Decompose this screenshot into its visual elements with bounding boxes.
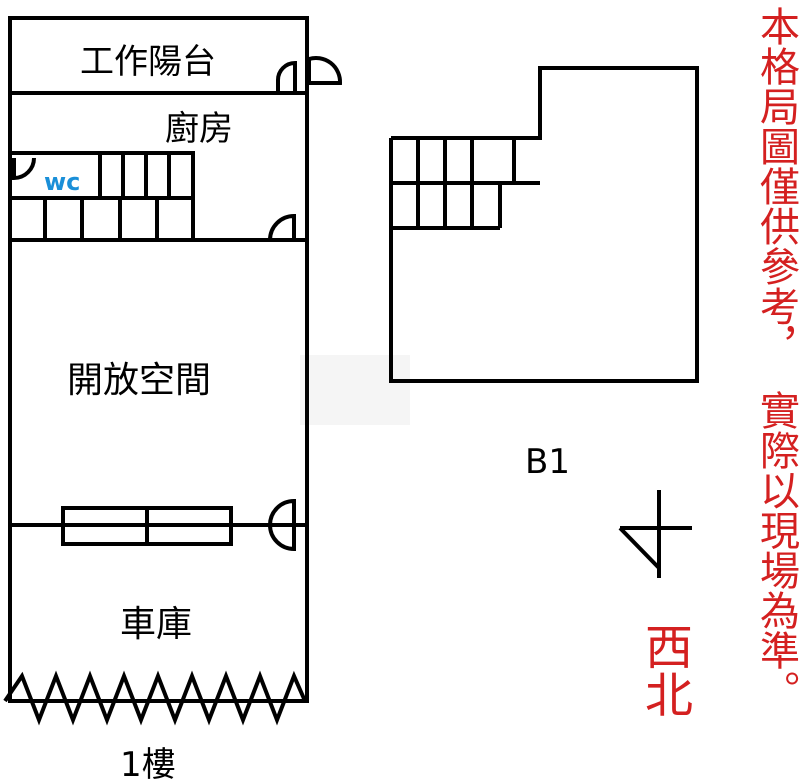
compass-direction-label: 西北 <box>636 622 692 718</box>
floor1-plan <box>8 16 343 703</box>
disclaimer-column-2: 實際以現場為準。 <box>753 390 799 710</box>
floor-label-b1: B1 <box>525 442 570 482</box>
room-label-work-balcony: 工作陽台 <box>80 42 216 82</box>
b1-plan <box>389 66 699 383</box>
balcony-door <box>276 60 297 93</box>
disclaimer-column-1: 本格局圖僅供參考， <box>753 6 800 366</box>
kitchen-door <box>268 213 296 241</box>
balcony-door-outer <box>307 55 343 85</box>
floor1-outer-wall <box>8 16 309 703</box>
room-label-open-space: 開放空間 <box>67 360 211 401</box>
floor-label-1f: 1樓 <box>120 745 176 782</box>
room-label-garage: 車庫 <box>120 604 192 645</box>
b1-outer-wall <box>389 66 699 383</box>
room-label-wc: wc <box>44 168 80 196</box>
room-label-kitchen: 廚房 <box>165 109 233 149</box>
garage-entrance-zigzag <box>3 670 307 726</box>
wc-door <box>12 157 36 181</box>
compass <box>618 490 692 578</box>
watermark <box>300 355 410 425</box>
